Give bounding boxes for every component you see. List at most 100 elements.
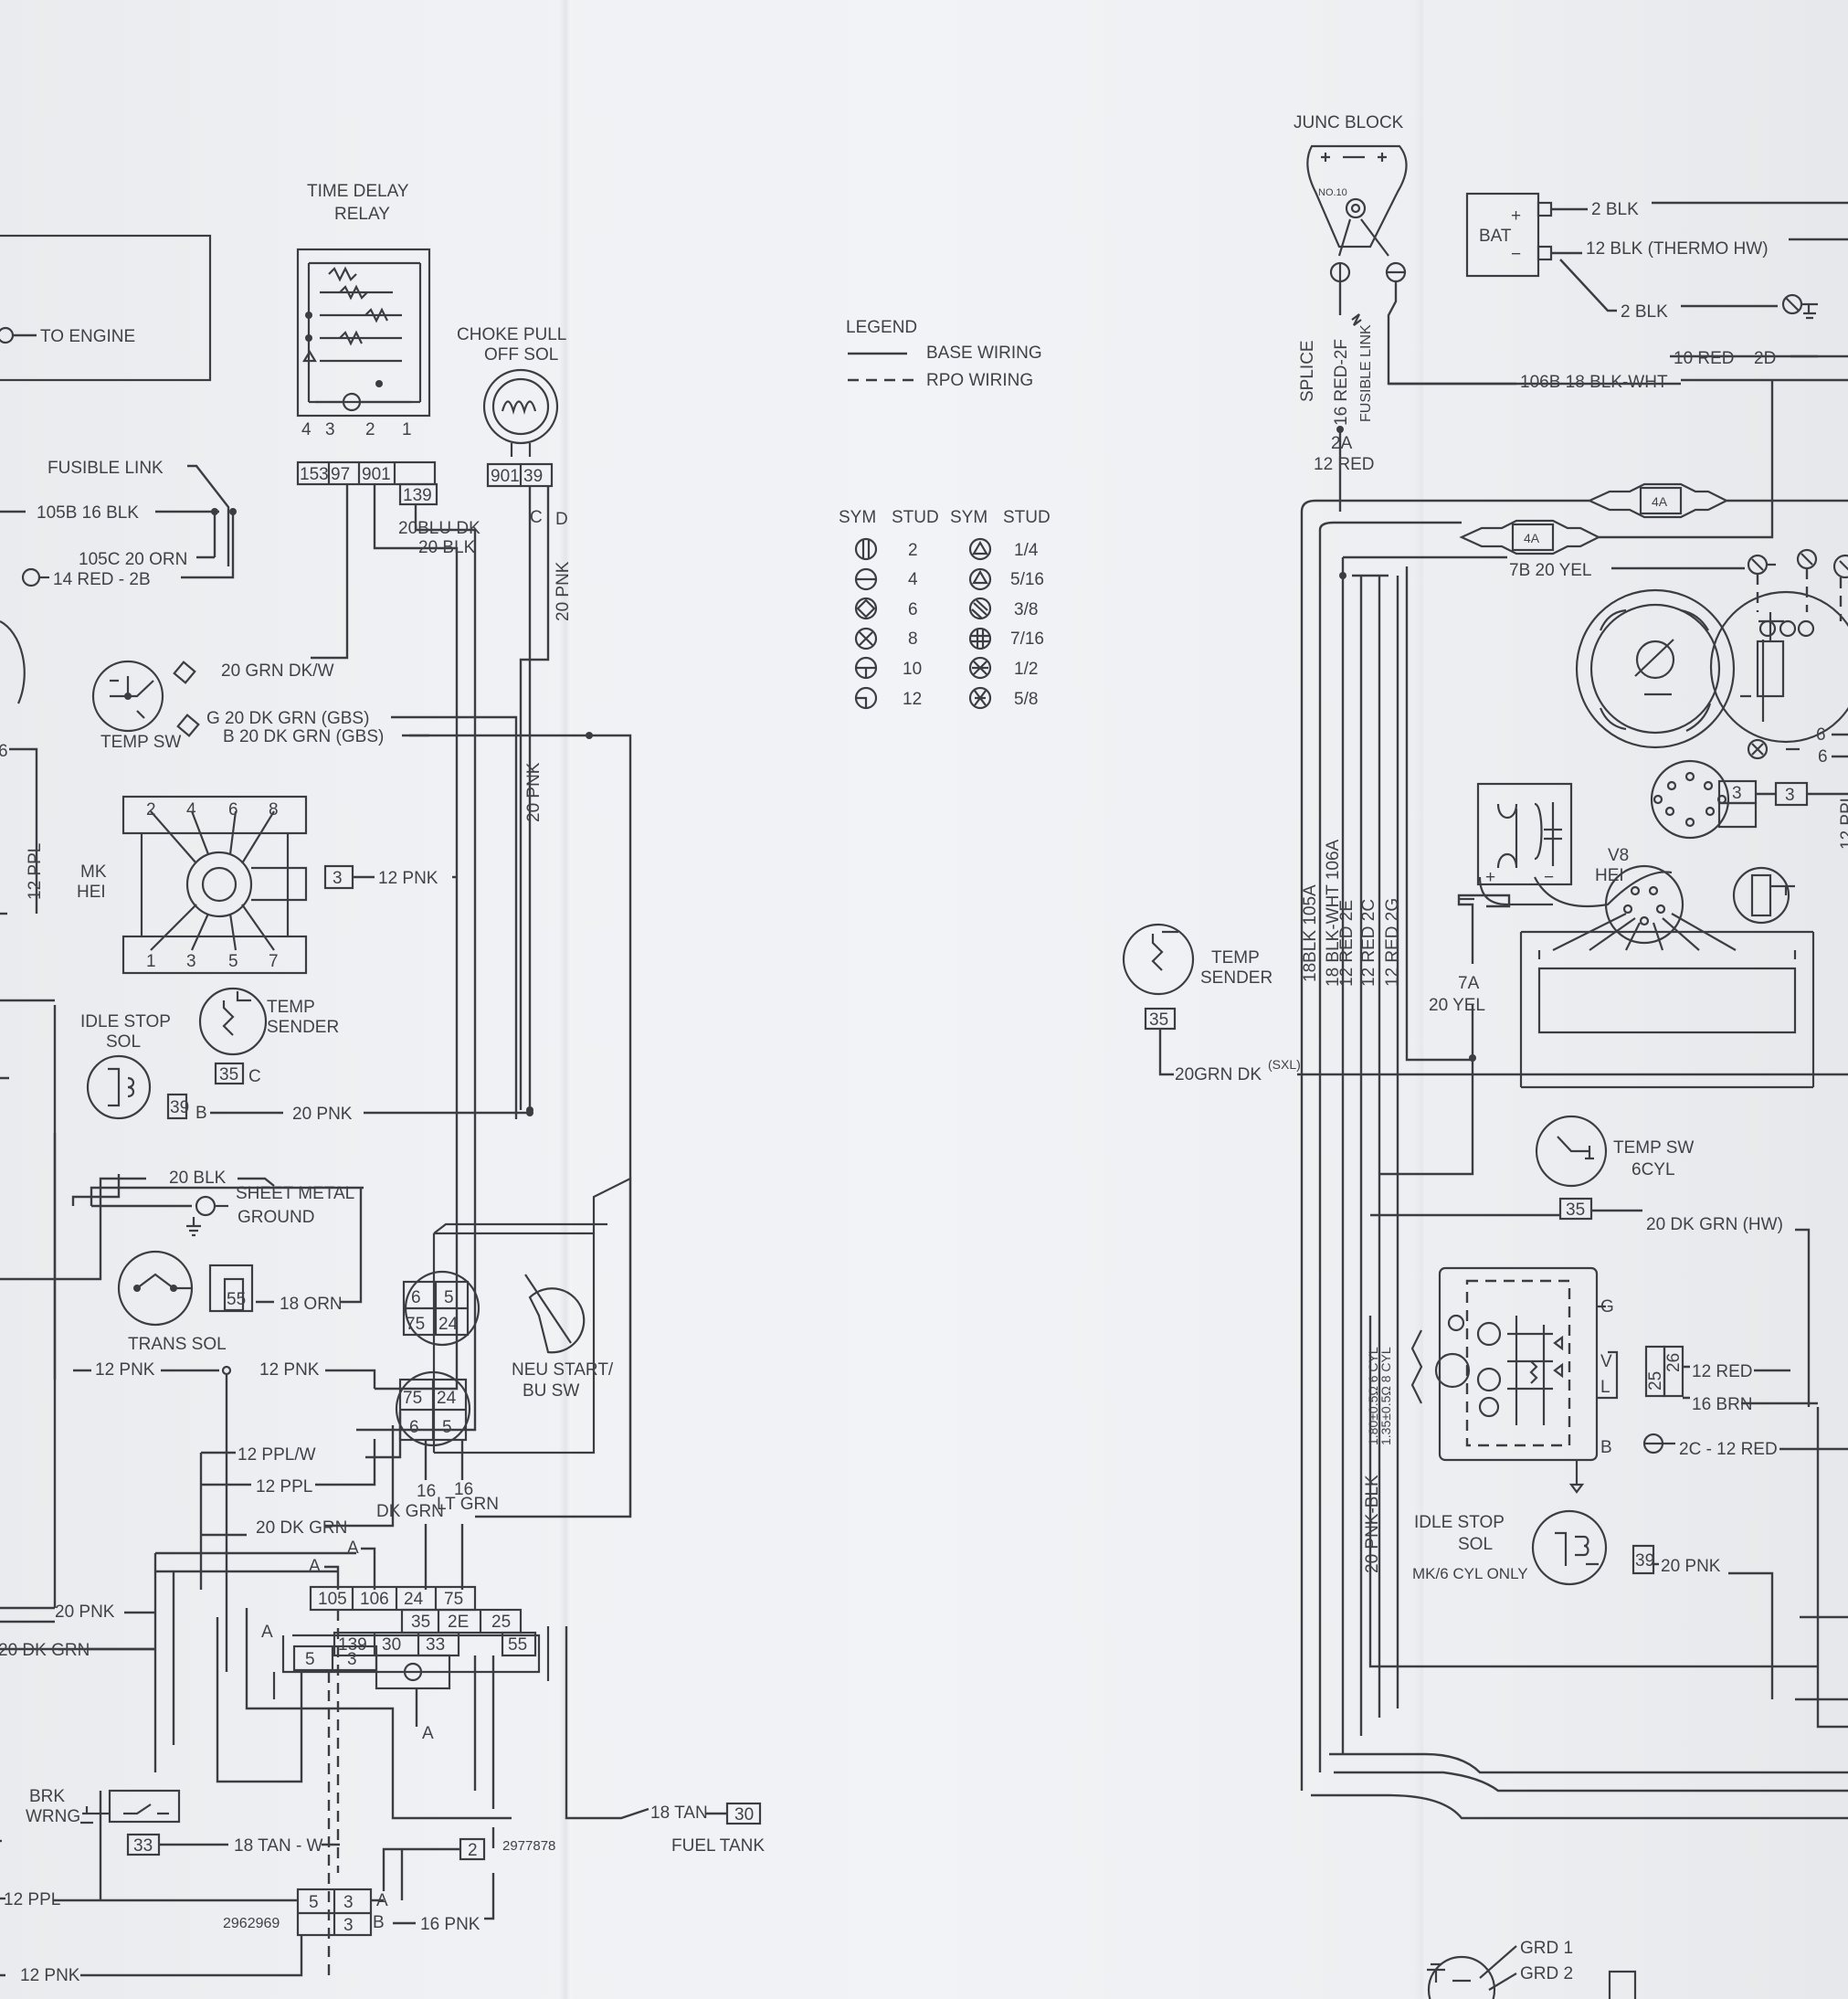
bat-minus: − <box>1511 245 1521 264</box>
choke-pin-c: C <box>530 508 543 527</box>
small-conn-5: 5 <box>309 1893 319 1912</box>
wire-18-blk-105a: 18BLK 105A <box>1301 884 1320 982</box>
relay-conn-97: 97 <box>331 465 350 484</box>
wire-106b-18-blk-wht: 106B 18 BLK-WHT <box>1520 373 1668 392</box>
bulkhead-30: 30 <box>382 1635 401 1655</box>
temp-sender-right-label-1: TEMP <box>1211 948 1260 968</box>
v8-hei-conn-3b: 3 <box>1785 786 1795 805</box>
wire-7b-20-yel: 7B 20 YEL <box>1509 561 1592 580</box>
temp-sender-left: TEMP SENDER 35 C <box>198 987 339 1086</box>
temp-sw-6cyl-label-2: 6CYL <box>1632 1160 1675 1179</box>
small-conn-3: 3 <box>343 1893 354 1912</box>
wire-20-blk-2: 20 BLK <box>169 1169 227 1188</box>
idle-stop-right-label-2: SOL <box>1458 1535 1493 1554</box>
relay-pin-3: 3 <box>325 420 335 439</box>
wire-12-red-2c: 12 RED 2C <box>1359 899 1378 987</box>
temp-sw-left: TEMP SW G 20 DK GRN (GBS) B 20 DK GRN (G… <box>91 660 518 1119</box>
wire-20-dk-grn-left: 20 DK GRN <box>0 1641 90 1660</box>
temp-sw-6cyl-label-1: TEMP SW <box>1613 1138 1694 1158</box>
pin-a-2: A <box>347 1539 359 1558</box>
wire-20-dk-grn-hw: 20 DK GRN (HW) <box>1646 1215 1783 1234</box>
battery: BAT + − 2 BLK 12 BLK (THERMO HW) 2 BLK 1… <box>1389 192 1848 392</box>
gen-conn-25: 25 <box>1646 1371 1665 1391</box>
hei-conn-3: 3 <box>333 869 343 888</box>
stud-12: 12 <box>903 690 922 709</box>
wire-16-dk-grn: DK GRN <box>376 1502 444 1521</box>
bu-conn-6: 6 <box>409 1418 419 1437</box>
choke-pull-off-sol: CHOKE PULL OFF SOL 901 39 C D <box>457 325 568 529</box>
bat-plus: + <box>1511 206 1521 226</box>
gen-conn-26: 26 <box>1664 1353 1684 1372</box>
wire-12-ppl-left: 12 PPL <box>26 843 45 900</box>
to-engine-label: TO ENGINE <box>40 327 135 346</box>
wire-20-blu-dk: 20BLU DK <box>398 519 480 538</box>
gen-pin-g: G <box>1600 1297 1614 1317</box>
temp-sw-label: TEMP SW <box>100 733 181 752</box>
neu-conn-75: 75 <box>406 1315 425 1334</box>
paper-fold-right <box>1414 0 1423 1999</box>
wire-20-grn-dk: 20GRN DK <box>1175 1065 1262 1084</box>
hei-pin-4: 4 <box>186 800 196 820</box>
wire-12-red: 12 RED <box>1314 455 1375 474</box>
brk-wrng: BRK WRNG 33 18 TAN - W 18 TAN 30 FUEL TA… <box>0 1787 765 1900</box>
hei-pin-5: 5 <box>228 952 238 971</box>
bulkhead-2e: 2E <box>448 1613 469 1632</box>
bottom-harness <box>1311 1407 1848 1820</box>
relay-pin-4: 4 <box>301 420 312 439</box>
fuel-tank-label: FUEL TANK <box>671 1836 765 1856</box>
relay-conn-901: 901 <box>362 465 391 484</box>
mk-hei-distributor: 2 4 6 8 1 3 5 7 MK HEI 3 12 PNK <box>0 795 457 1002</box>
v8-label: V8 <box>1608 846 1629 865</box>
wire-18-tan: 18 TAN <box>650 1803 708 1823</box>
bat-label: BAT <box>1479 227 1512 246</box>
idle-stop-label-2: SOL <box>106 1032 141 1052</box>
wire-18-orn: 18 ORN <box>280 1295 343 1314</box>
part-2977878: 2977878 <box>502 1838 555 1854</box>
wire-16-b: 16 <box>454 1480 473 1499</box>
time-delay-relay: TIME DELAY RELAY 4 3 2 1 153 97 901 139 <box>296 182 438 506</box>
brk-label: BRK <box>29 1787 65 1806</box>
pin-a-4: A <box>261 1623 273 1642</box>
hei-plus: + <box>1485 868 1495 887</box>
engine-box: TO ENGINE <box>0 234 212 382</box>
choke-conn-901: 901 <box>491 467 520 486</box>
sender-pin-c: C <box>248 1067 261 1086</box>
neu-conn-5: 5 <box>444 1288 454 1307</box>
junc-no-10: NO.10 <box>1318 187 1347 198</box>
wire-14-red-2b: 14 RED - 2B <box>53 570 151 589</box>
time-delay-label-2: RELAY <box>334 205 390 224</box>
legend-hdr-stud-2: STUD <box>1003 508 1051 527</box>
wire-16-brn: 16 BRN <box>1692 1395 1753 1414</box>
gen-pin-b: B <box>1600 1438 1612 1457</box>
bulkhead-3: 3 <box>347 1650 357 1669</box>
wire-sxl: (SXL) <box>1268 1057 1301 1072</box>
bulkhead-105: 105 <box>318 1590 347 1609</box>
trans-sol-label: TRANS SOL <box>128 1335 227 1354</box>
conn-2: 2 <box>468 1841 478 1860</box>
wire-16-lt-grn: LT GRN <box>437 1495 499 1514</box>
bottom-connector: 5 3 3 A B 2962969 16 PNK 12 PPL 12 PNK <box>0 1791 495 1985</box>
stud-5-16: 5/16 <box>1010 570 1044 589</box>
wire-12-ppl-2: 12 PPL <box>256 1477 312 1497</box>
legend: LEGEND BASE WIRING RPO WIRING SYM STUD S… <box>839 318 1051 710</box>
temp-sender-right-label-2: SENDER <box>1200 968 1272 988</box>
neu-conn-24: 24 <box>438 1315 459 1334</box>
small-conn-3b: 3 <box>343 1916 354 1935</box>
bulkhead-106: 106 <box>360 1590 389 1609</box>
wire-12-red-2e: 12 RED 2E <box>1337 900 1357 987</box>
idle-conn-39: 39 <box>170 1098 189 1117</box>
ground-connector-bottom: GRD 1 GRD 2 <box>1427 1939 1637 1999</box>
neu-conn-6: 6 <box>411 1288 421 1307</box>
time-delay-label-1: TIME DELAY <box>307 182 409 201</box>
legend-rpo-wiring: RPO WIRING <box>926 371 1033 390</box>
bulkhead-35: 35 <box>411 1613 430 1632</box>
wire-12-pnk-hei: 12 PNK <box>378 869 438 888</box>
bu-conn-75: 75 <box>403 1389 422 1408</box>
bu-conn-24: 24 <box>437 1389 457 1408</box>
stud-7-16: 7/16 <box>1010 629 1044 649</box>
wire-12-ppl-right: 12 PPL <box>1838 793 1848 850</box>
wire-20-pnk-blk: 20 PNK-BLK <box>1363 1475 1382 1573</box>
generator-regulator: G V L B 25 26 12 RED 16 BRN 2C - 12 RED … <box>1363 1266 1848 1668</box>
wire-16-red-2f: 16 RED-2F <box>1332 339 1351 426</box>
